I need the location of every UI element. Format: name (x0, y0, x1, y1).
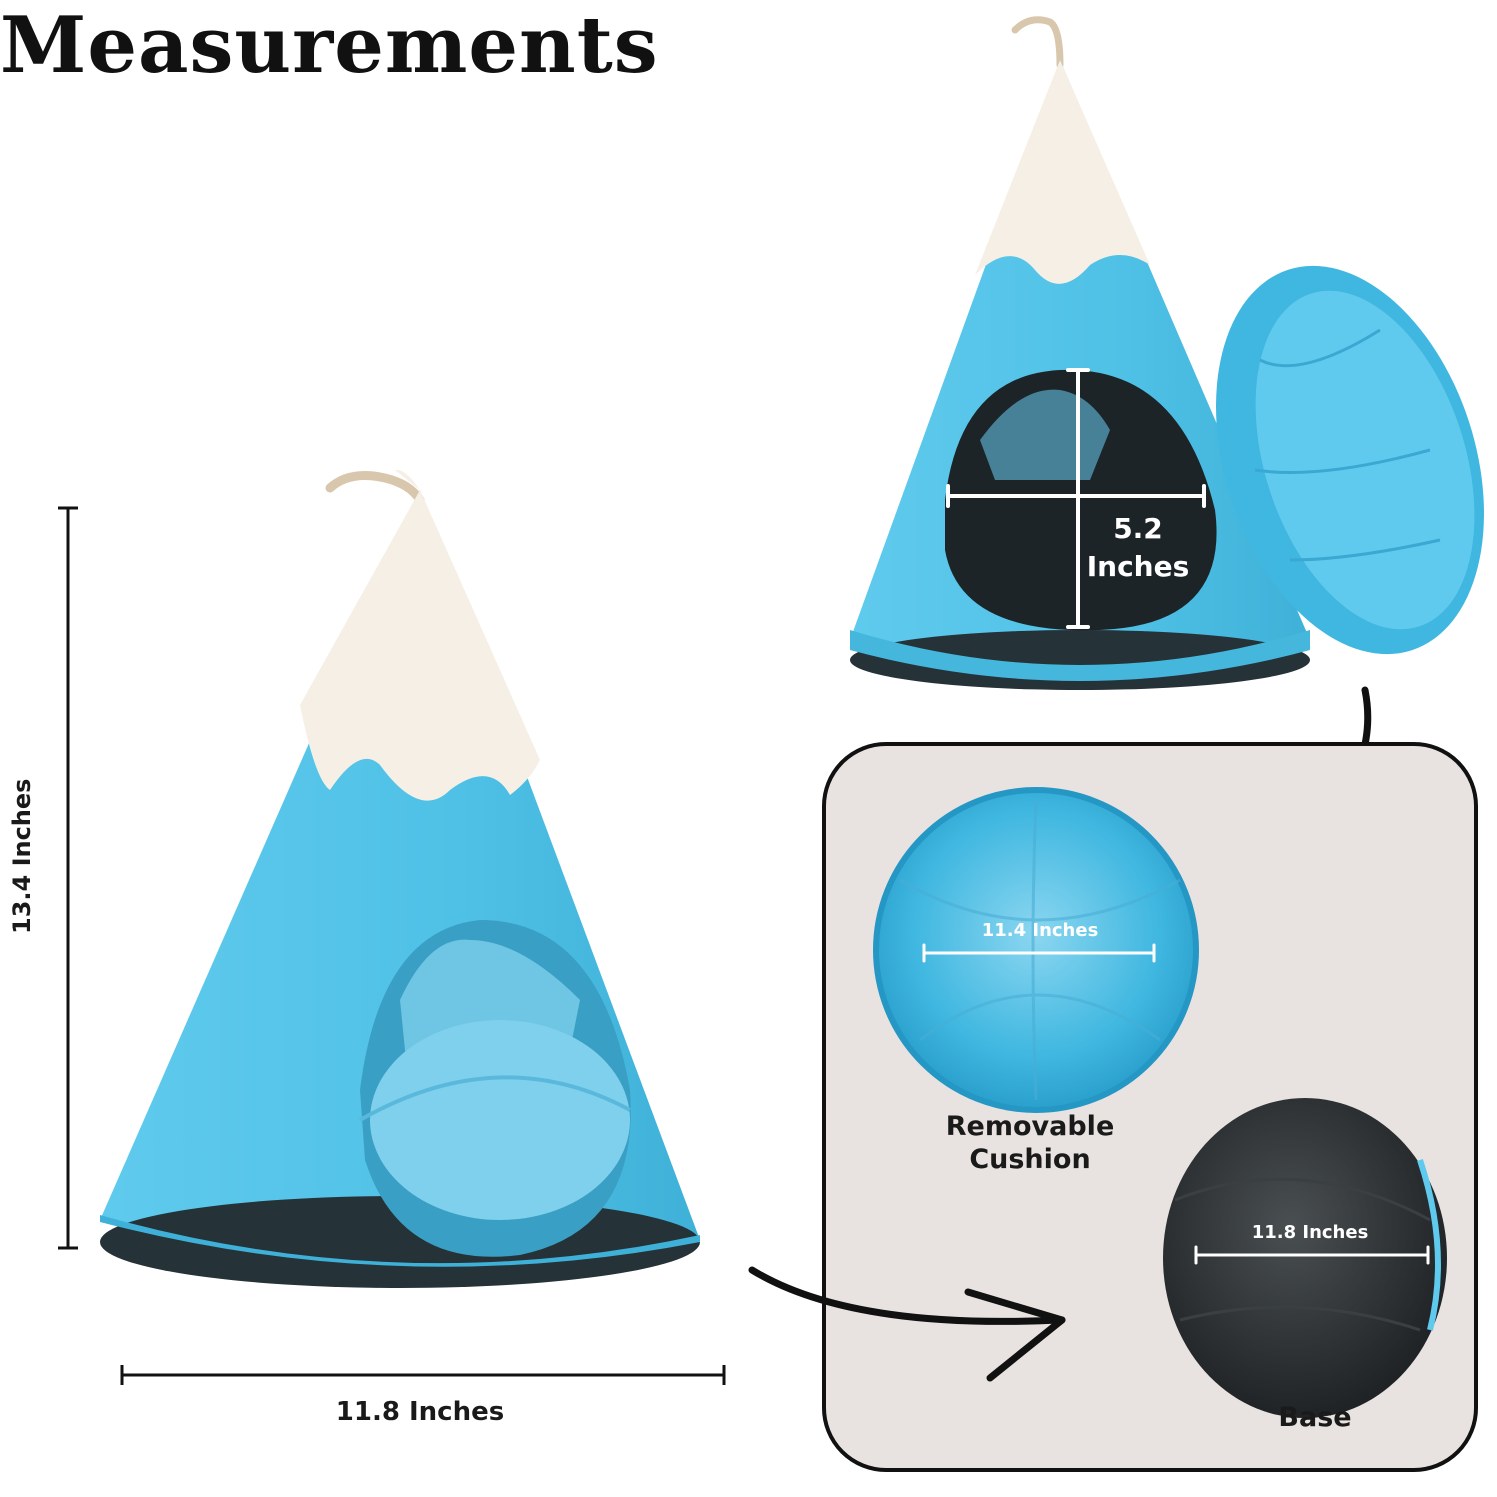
opening-number: 5.2 (1113, 512, 1163, 545)
base-dimension-label: 11.8 Inches (1251, 1222, 1369, 1243)
opening-label: 5.2 Inches (1078, 510, 1198, 586)
cushion-caption-line2: Cushion (969, 1144, 1091, 1175)
hanging-loop (325, 471, 425, 505)
leaning-cushion (1216, 265, 1484, 655)
cushion-caption: Removable Cushion (930, 1110, 1130, 1176)
base-underside (1163, 1098, 1447, 1418)
large-teepee (100, 469, 700, 1288)
removable-cushion (873, 787, 1199, 1113)
width-dimension-line (120, 1365, 726, 1385)
width-label: 11.8 Inches (335, 1397, 505, 1427)
snow-cap (300, 490, 540, 801)
base-caption: Base (1278, 1402, 1352, 1433)
cushion-caption-line1: Removable (945, 1111, 1115, 1142)
height-dimension-line (58, 506, 78, 1250)
cushion-dimension-label: 11.4 Inches (981, 920, 1099, 941)
inner-cushion (370, 1020, 630, 1220)
cushion-dimension-line (922, 943, 1156, 963)
base-dimension-line (1194, 1245, 1430, 1265)
page-title: Measurements (0, 0, 659, 91)
opening-dimension-lines (946, 368, 1206, 629)
height-label: 13.4 Inches (8, 778, 36, 934)
arrow-to-base-icon (748, 1266, 1066, 1382)
opening-unit: Inches (1086, 550, 1190, 583)
